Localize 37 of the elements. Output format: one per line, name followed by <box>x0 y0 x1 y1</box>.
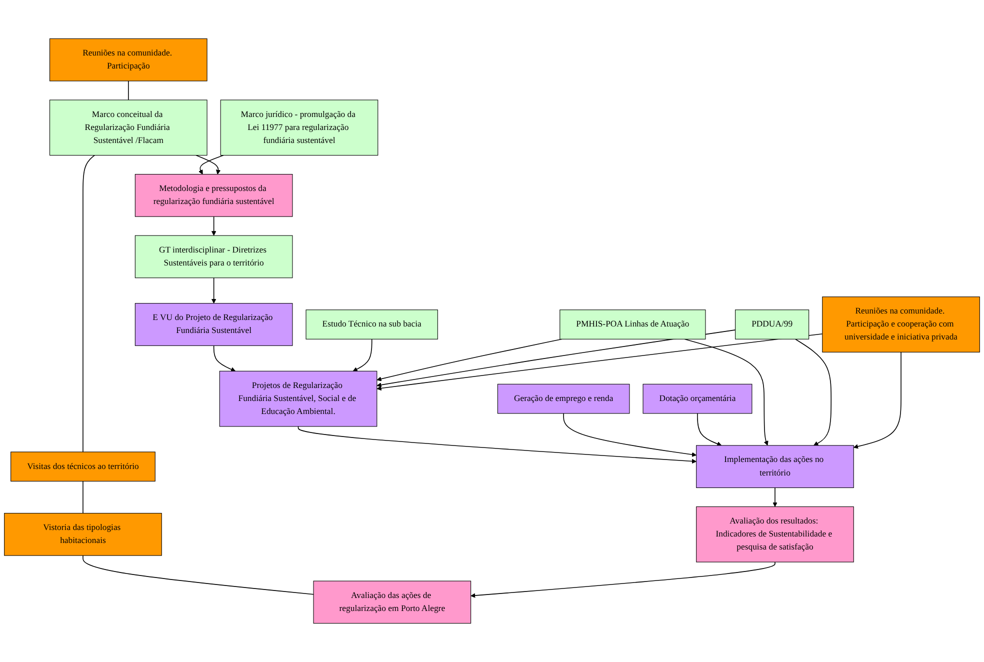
arrow <box>211 277 216 304</box>
connector <box>82 480 84 514</box>
arrow <box>376 333 823 391</box>
arrow <box>794 338 832 446</box>
node-box: Avaliação dos resultados: Indicadores de Sustentabilidade e pesquisa de satisfação <box>696 506 854 562</box>
arrow <box>697 413 722 446</box>
node-box: Vistoria das tipologias habitacionais <box>4 512 162 556</box>
connector <box>82 154 95 452</box>
node-box: Estudo Técnico na sub bacia <box>306 310 438 340</box>
arrow <box>376 338 562 382</box>
node-box: Marco conceitual da Regularização Fundiária Sustentável /Flacam <box>49 100 208 156</box>
arrow <box>376 330 736 388</box>
arrow <box>772 487 778 507</box>
arrow <box>853 352 902 449</box>
arrow <box>298 426 697 464</box>
node-box: Implementação das ações no território <box>696 445 854 488</box>
arrow <box>563 413 697 457</box>
arrow <box>684 338 768 446</box>
node-box: Dotação orçamentária <box>642 384 752 414</box>
node-box: PDDUA/99 <box>735 310 810 340</box>
node-box: Marco jurídico - promulgação da Lei 11977 para regularização fundiária sustentável <box>220 100 378 156</box>
node-box: Visitas dos técnicos ao território <box>10 452 156 482</box>
node-box: Geração de emprego e renda <box>497 384 630 414</box>
node-box: Reuniões na comunidade. Participação e cooperação com universidade e iniciativa privada <box>822 296 980 352</box>
node-box: PMHIS-POA Linhas de Atuação <box>560 310 706 340</box>
arrow <box>470 562 776 598</box>
node-box: Metodologia e pressupostos da regularização fundiária sustentável <box>134 174 293 217</box>
node-box: Projetos de Regularização Fundiária Sustentável, Social e de Educação Ambiental. <box>219 370 378 427</box>
node-box: E VU do Projeto de Regularização Fundiária Sustentável <box>134 303 293 346</box>
node-box: Avaliação das ações de regularização em Porto Alegre <box>313 580 472 624</box>
arrow <box>352 338 372 372</box>
node-box: GT interdisciplinar - Diretrizes Sustentáveis para o território <box>134 235 293 278</box>
connector <box>128 80 129 100</box>
arrow <box>213 345 236 372</box>
connector <box>82 555 314 595</box>
node-box: Reuniões na comunidade. Participação <box>49 38 208 82</box>
arrow <box>211 216 216 236</box>
